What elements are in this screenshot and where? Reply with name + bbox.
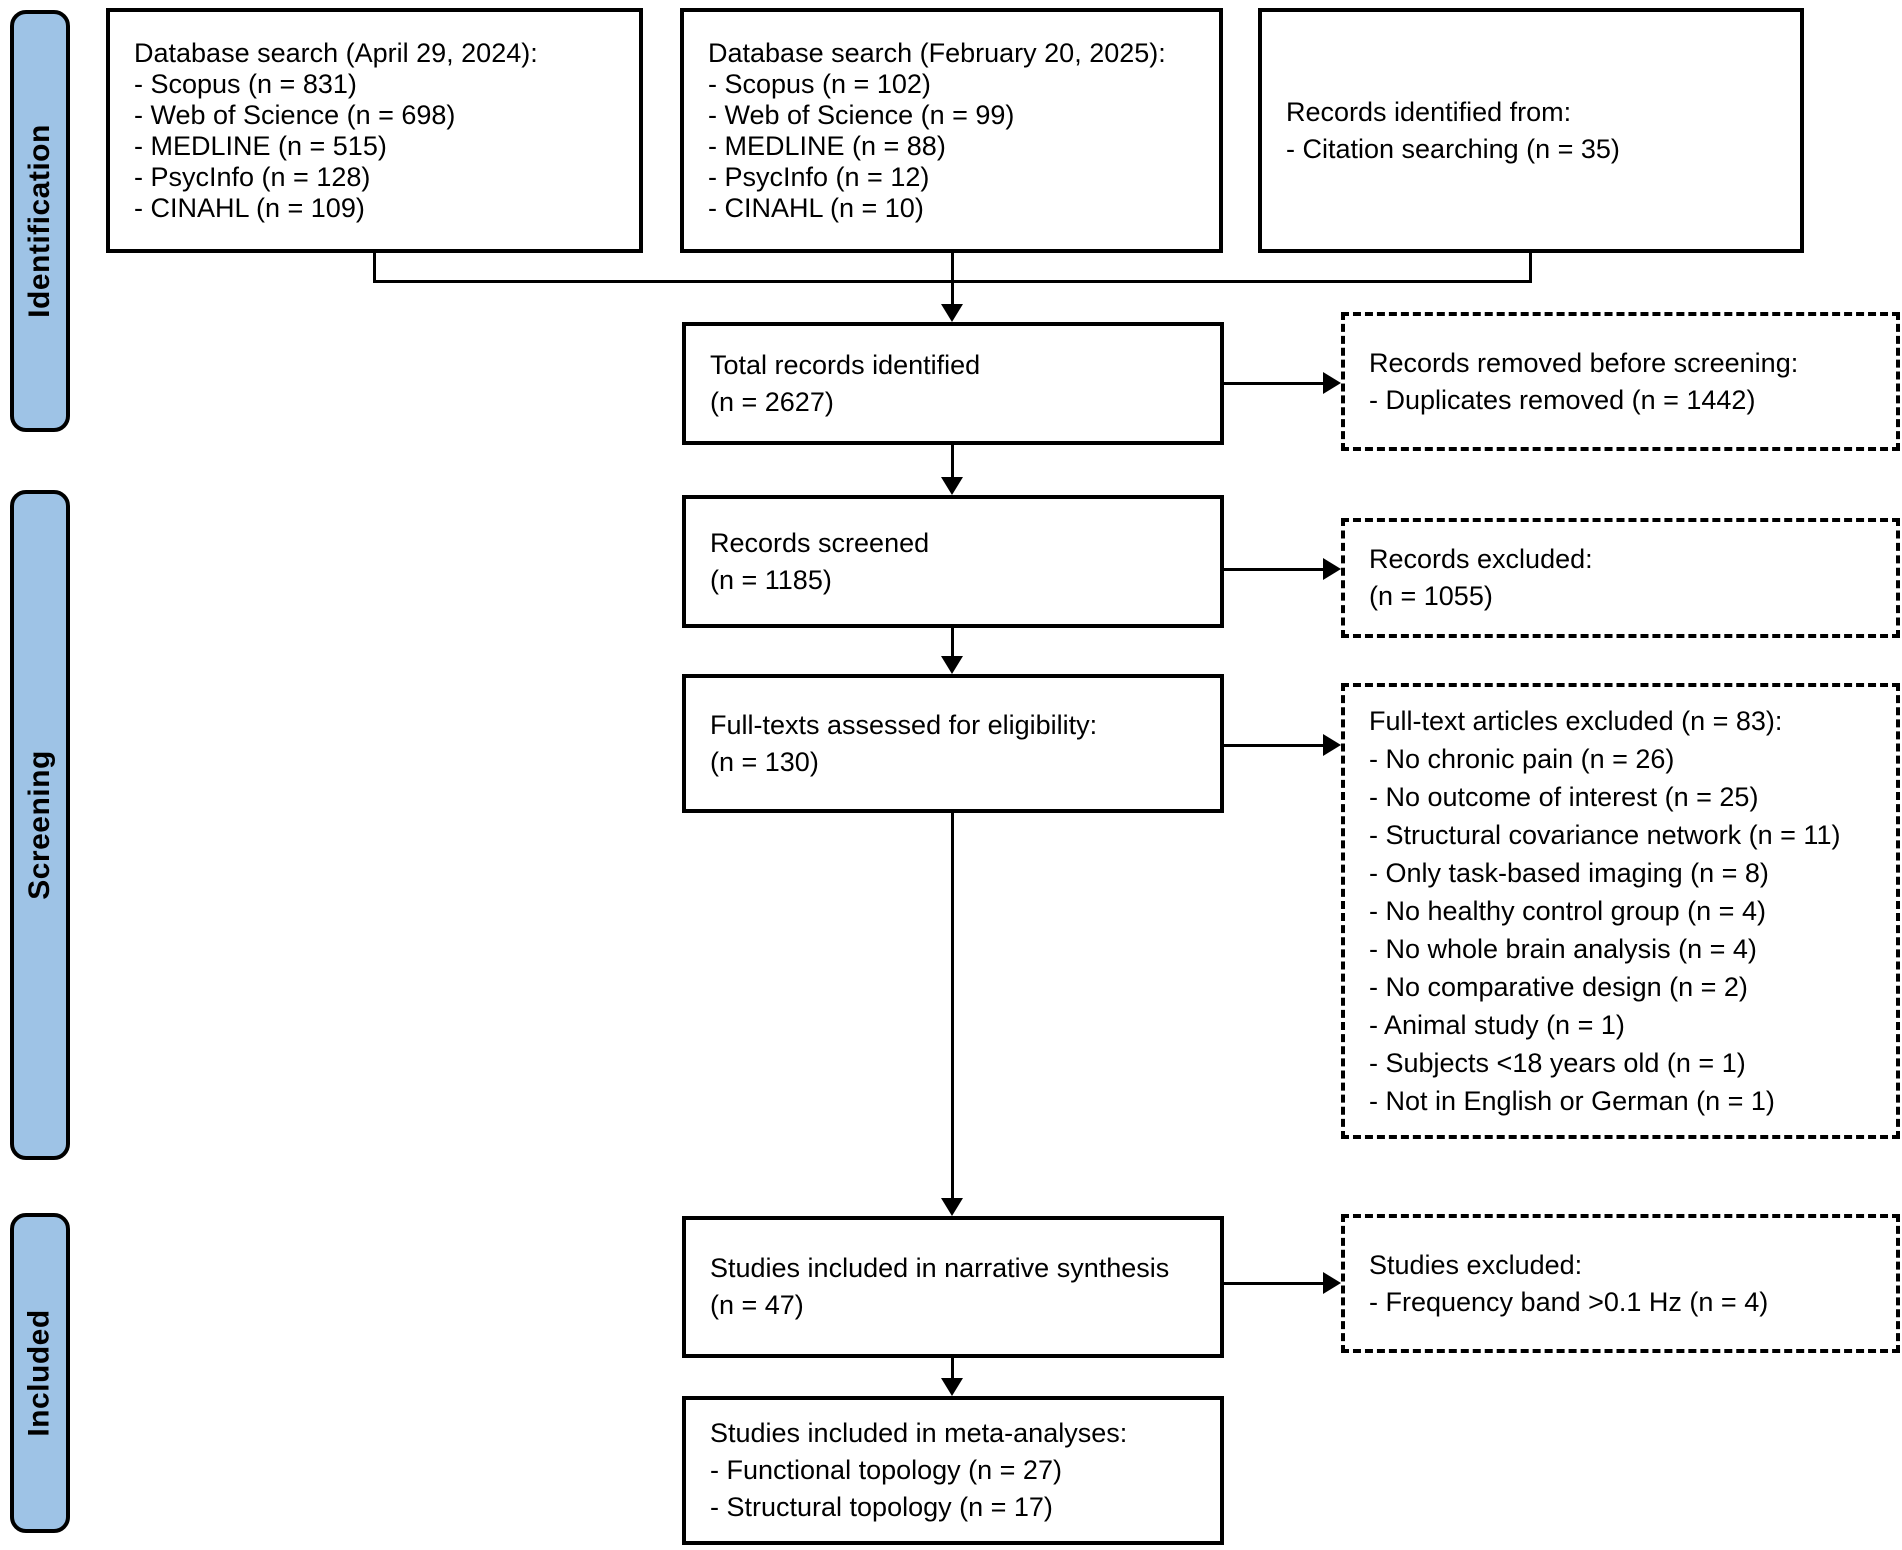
connector-line	[1224, 568, 1325, 571]
text-line: - No whole brain analysis (n = 4)	[1369, 934, 1757, 964]
text-line: - Animal study (n = 1)	[1369, 1010, 1625, 1040]
right-arrowhead	[1323, 558, 1341, 580]
text-line: (n = 1185)	[710, 564, 832, 595]
box-studies-excluded: Studies excluded: - Frequency band >0.1 …	[1341, 1214, 1900, 1353]
stage-identification-label: Identification	[23, 124, 57, 318]
text-line: - No comparative design (n = 2)	[1369, 972, 1748, 1002]
text-line: - Web of Science (n = 698)	[134, 99, 456, 130]
connector-line	[951, 253, 954, 306]
text-line: - Structural covariance network (n = 11)	[1369, 820, 1841, 850]
right-arrowhead	[1323, 372, 1341, 394]
down-arrowhead	[941, 304, 963, 322]
text-line: - Duplicates removed (n = 1442)	[1369, 384, 1756, 415]
stage-screening: Screening	[10, 490, 70, 1160]
stage-included-label: Included	[23, 1309, 56, 1437]
stage-identification: Identification	[10, 10, 70, 432]
text-line: - Structural topology (n = 17)	[710, 1492, 1053, 1522]
down-arrowhead	[941, 1378, 963, 1396]
connector-line	[1529, 253, 1532, 282]
text-line: Studies included in narrative synthesis	[710, 1253, 1170, 1283]
text-line: Studies excluded:	[1369, 1249, 1583, 1280]
stage-included: Included	[10, 1213, 70, 1533]
text-line: - Citation searching (n = 35)	[1286, 133, 1620, 164]
text-line: Full-text articles excluded (n = 83):	[1369, 706, 1783, 736]
connector-line	[951, 813, 954, 1200]
text-line: - PsycInfo (n = 128)	[134, 161, 371, 192]
text-line: - No outcome of interest (n = 25)	[1369, 782, 1759, 812]
text-line: Records screened	[710, 527, 930, 558]
connector-line	[1224, 744, 1325, 747]
text-line: Database search (February 20, 2025):	[708, 37, 1166, 68]
text-line: (n = 2627)	[710, 386, 834, 417]
box-records-screened: Records screened (n = 1185)	[682, 495, 1224, 628]
text-line: - CINAHL (n = 109)	[134, 192, 365, 223]
text-line: - Frequency band >0.1 Hz (n = 4)	[1369, 1286, 1769, 1317]
text-line: Database search (April 29, 2024):	[134, 37, 538, 68]
right-arrowhead	[1323, 1272, 1341, 1294]
box-database-search-2024: Database search (April 29, 2024): - Scop…	[106, 8, 643, 253]
connector-line	[1224, 382, 1325, 385]
connector-line	[1224, 1282, 1325, 1285]
box-records-excluded: Records excluded: (n = 1055)	[1341, 518, 1900, 638]
text-line: (n = 1055)	[1369, 581, 1493, 611]
text-line: Records identified from:	[1286, 96, 1572, 127]
text-line: - MEDLINE (n = 88)	[708, 130, 946, 161]
text-line: - Not in English or German (n = 1)	[1369, 1086, 1775, 1116]
text-line: Full-texts assessed for eligibility:	[710, 709, 1098, 740]
box-fulltext-excluded: Full-text articles excluded (n = 83): - …	[1341, 683, 1900, 1139]
text-line: - Only task-based imaging (n = 8)	[1369, 858, 1769, 888]
box-citation-searching: Records identified from: - Citation sear…	[1258, 8, 1804, 253]
text-line: - Scopus (n = 831)	[134, 68, 357, 99]
text-line: - PsycInfo (n = 12)	[708, 161, 930, 192]
right-arrowhead	[1323, 734, 1341, 756]
text-line: (n = 47)	[710, 1290, 804, 1320]
text-line: - Subjects <18 years old (n = 1)	[1369, 1048, 1746, 1078]
stage-screening-label: Screening	[23, 750, 56, 900]
text-line: Studies included in meta-analyses:	[710, 1418, 1128, 1448]
box-database-search-2025: Database search (February 20, 2025): - S…	[680, 8, 1223, 253]
text-line: - No healthy control group (n = 4)	[1369, 896, 1766, 926]
text-line: - Scopus (n = 102)	[708, 68, 931, 99]
box-meta-analyses: Studies included in meta-analyses: - Fun…	[682, 1396, 1224, 1545]
connector-line	[373, 253, 376, 282]
text-line: - MEDLINE (n = 515)	[134, 130, 387, 161]
box-narrative-synthesis: Studies included in narrative synthesis …	[682, 1216, 1224, 1358]
text-line: - Functional topology (n = 27)	[710, 1455, 1062, 1485]
down-arrowhead	[941, 656, 963, 674]
connector-line	[951, 1358, 954, 1380]
box-records-removed: Records removed before screening: - Dupl…	[1341, 312, 1900, 451]
connector-line	[951, 628, 954, 658]
text-line: Records excluded:	[1369, 544, 1593, 574]
text-line: Records removed before screening:	[1369, 347, 1799, 378]
text-line: Total records identified	[710, 349, 981, 380]
connector-line	[951, 445, 954, 479]
text-line: (n = 130)	[710, 746, 819, 777]
down-arrowhead	[941, 477, 963, 495]
down-arrowhead	[941, 1198, 963, 1216]
text-line: - Web of Science (n = 99)	[708, 99, 1015, 130]
text-line: - No chronic pain (n = 26)	[1369, 744, 1675, 774]
box-fulltext-assessed: Full-texts assessed for eligibility: (n …	[682, 674, 1224, 813]
box-total-records: Total records identified (n = 2627)	[682, 322, 1224, 445]
text-line: - CINAHL (n = 10)	[708, 192, 924, 223]
